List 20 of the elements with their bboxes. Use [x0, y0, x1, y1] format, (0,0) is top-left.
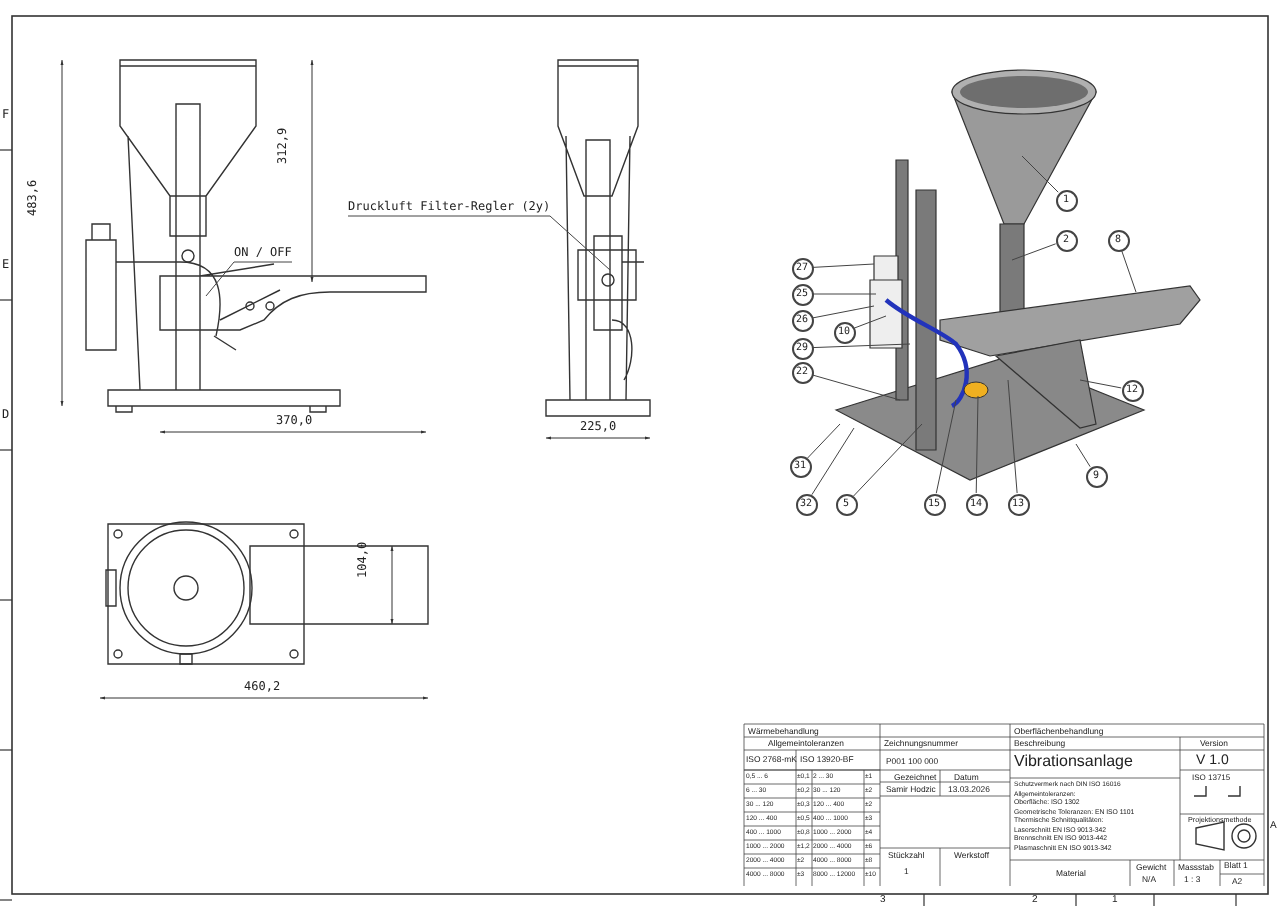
leader-line: [812, 343, 911, 349]
leader-line: [935, 399, 957, 494]
leader-line: [853, 423, 923, 497]
leader-line: [205, 261, 293, 297]
leader-line: [812, 263, 875, 268]
leader-line: [1011, 243, 1057, 261]
leader-line: [812, 305, 875, 319]
leader-line: [975, 395, 979, 494]
leader-line: [1121, 249, 1137, 293]
leader-line: [347, 215, 611, 271]
leader-line: [1079, 379, 1122, 389]
leader-line: [811, 427, 855, 496]
leader-line: [812, 293, 877, 295]
leader-line: [807, 423, 841, 459]
leader-line: [1021, 155, 1059, 193]
title-block-text: Vibrationsanlage: [1014, 754, 1133, 770]
leader-line: [812, 374, 901, 401]
leader-line: [853, 315, 887, 329]
leader-line: [1007, 379, 1018, 494]
leader-line: [1075, 443, 1091, 468]
